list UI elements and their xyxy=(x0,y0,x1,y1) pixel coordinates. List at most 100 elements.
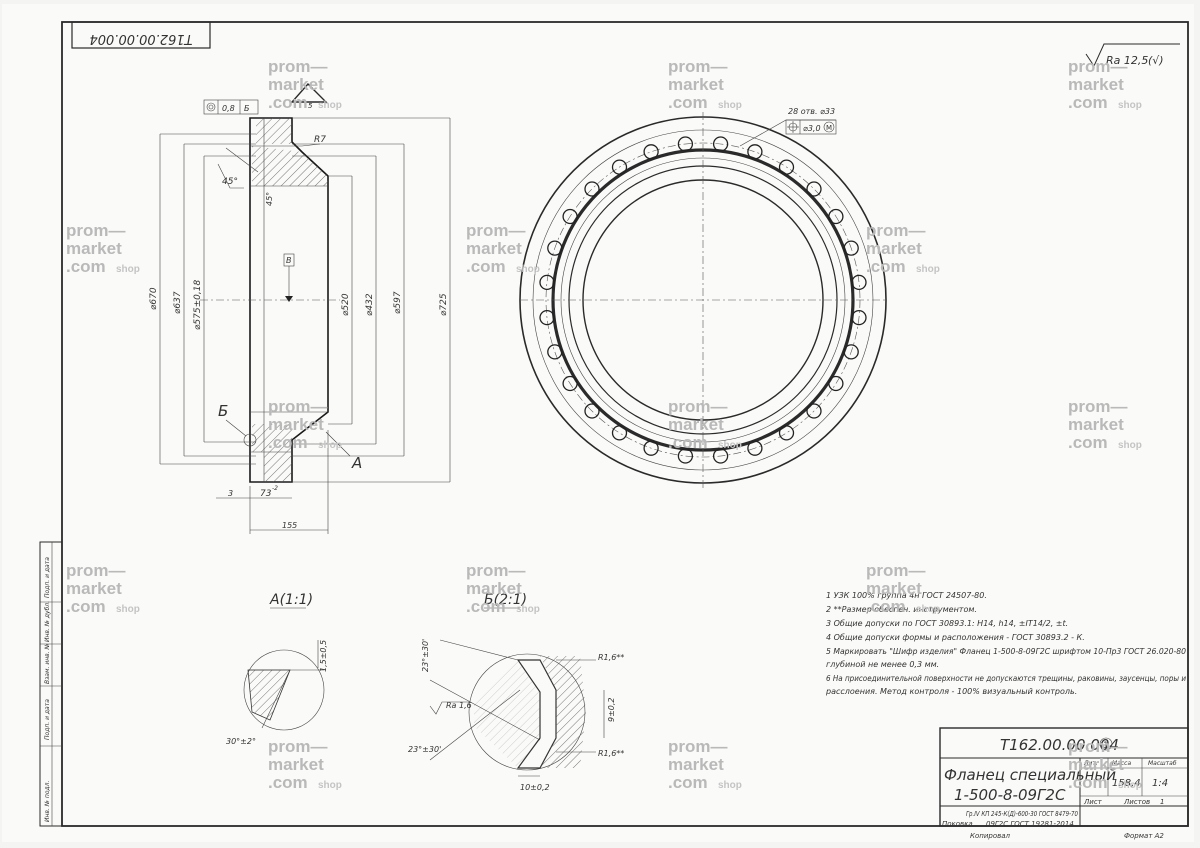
watermark-text: market xyxy=(866,579,922,598)
watermark-text: .com xyxy=(66,257,106,276)
datum-v: В xyxy=(286,256,292,265)
dim-597: ⌀597 xyxy=(393,291,403,314)
flatness-frame: 0,8 Б xyxy=(203,99,259,115)
watermark-text: market xyxy=(668,75,724,94)
bolt-hole xyxy=(851,309,867,326)
watermark-text: prom— xyxy=(66,561,126,580)
watermark-shop: shop xyxy=(116,604,140,615)
watermark-text: .com xyxy=(66,597,106,616)
bolt-hole xyxy=(806,181,822,197)
roughness-mark: Ra 12,5 (√) xyxy=(1085,43,1180,68)
watermark-shop: shop xyxy=(718,100,742,111)
watermark-shop: shop xyxy=(1118,440,1142,451)
tb-copied: Копировал xyxy=(970,832,1011,840)
watermark-text: prom— xyxy=(668,57,728,76)
bolt-hole xyxy=(778,425,795,441)
dim-575: ⌀575±0,18 xyxy=(193,280,203,330)
watermark-text: market xyxy=(66,239,122,258)
watermark-shop: shop xyxy=(1118,100,1142,111)
note-6b: расслоения. Метод контроля - 100% визуал… xyxy=(825,687,1077,696)
bolt-hole xyxy=(547,240,563,256)
bolt-hole xyxy=(677,136,694,152)
watermark-text: .com xyxy=(668,433,708,452)
watermark-text: market xyxy=(268,755,324,774)
watermark-text: .com xyxy=(466,597,506,616)
tb-sheets-count: 1 xyxy=(1160,798,1164,806)
watermark-text: .com xyxy=(1068,93,1108,112)
side-3: Взам. инв. № xyxy=(44,643,51,684)
watermark-shop: shop xyxy=(318,780,342,791)
b-10: 10±0,2 xyxy=(520,783,550,792)
watermark-text: .com xyxy=(268,773,308,792)
watermark-text: .com xyxy=(866,597,906,616)
watermark: prom—market.com shop xyxy=(66,561,140,616)
a-dim: 1,5±0,5 xyxy=(319,640,328,672)
watermark-text: .com xyxy=(268,433,308,452)
watermark-shop: shop xyxy=(916,604,940,615)
bolt-hole xyxy=(747,144,763,160)
section-view: ⌀670 ⌀637 ⌀575±0,18 ⌀520 ⌀432 ⌀597 ⌀725 … xyxy=(149,82,451,534)
note-5b: глубиной не менее 0,3 мм. xyxy=(826,660,939,669)
b-9: 9±0,2 xyxy=(607,697,616,722)
datum-b-ref: Б xyxy=(244,104,250,113)
bolt-hole xyxy=(643,440,659,456)
position-tol: ⌀3,0 xyxy=(803,124,821,133)
side-1: Подп. и дата xyxy=(44,557,51,598)
dim-155: 155 xyxy=(282,521,297,530)
bolt-holes xyxy=(539,136,867,464)
b-r1: R1,6** xyxy=(598,653,624,662)
small-5: 5 xyxy=(308,102,313,110)
title-block: Т162.00.00.004 1 Фланец специальный 1-50… xyxy=(939,727,1189,840)
bolt-hole xyxy=(539,309,555,326)
dim-520: ⌀520 xyxy=(341,293,351,316)
side-4: Подп. и дата xyxy=(44,699,51,740)
watermark-shop: shop xyxy=(516,604,540,615)
bolt-hole xyxy=(712,136,729,152)
watermark-text: prom— xyxy=(466,561,526,580)
watermark-text: prom— xyxy=(668,737,728,756)
bolt-hole xyxy=(547,344,563,360)
watermark-text: market xyxy=(466,239,522,258)
watermark-text: prom— xyxy=(1068,57,1128,76)
roughness-text: Ra 12,5 xyxy=(1106,54,1148,67)
bolt-hole xyxy=(611,425,628,441)
label-a: А xyxy=(351,454,362,472)
dim-670: ⌀670 xyxy=(149,287,159,310)
watermark-shop: shop xyxy=(116,264,140,275)
tb-lit: Лит. xyxy=(1083,760,1098,767)
bolt-hole xyxy=(843,344,859,360)
watermark-text: market xyxy=(1068,75,1124,94)
side-stamp-columns: Подп. и дата Инв. № дубл. Взам. инв. № П… xyxy=(39,541,63,827)
watermark-text: market xyxy=(66,579,122,598)
dim-725: ⌀725 xyxy=(439,293,449,316)
revision-mark: 1 xyxy=(1103,741,1109,751)
tb-name-1: Фланец специальный xyxy=(944,766,1116,784)
watermark-text: market xyxy=(668,415,724,434)
watermark-text: prom— xyxy=(668,397,728,416)
tb-format: Формат А2 xyxy=(1124,832,1164,840)
angle-45a: 45° xyxy=(222,177,238,187)
watermark-shop: shop xyxy=(718,780,742,791)
watermark-shop: shop xyxy=(1118,780,1142,791)
dim-3: 3 xyxy=(228,489,233,498)
bolt-hole xyxy=(677,448,694,464)
watermark-shop: shop xyxy=(516,264,540,275)
label-b: Б xyxy=(218,402,228,420)
dim-73: 73 xyxy=(260,489,272,499)
watermark: prom—market.com shop xyxy=(1068,57,1142,112)
bolt-hole xyxy=(828,208,844,225)
watermark-text: .com xyxy=(466,257,506,276)
bolt-hole xyxy=(851,274,867,291)
b-angle2: 23°±30' xyxy=(408,745,441,754)
bolt-hole xyxy=(611,159,628,175)
bolt-hole xyxy=(843,240,859,256)
watermark-text: .com xyxy=(1068,433,1108,452)
watermark-text: market xyxy=(1068,755,1124,774)
detail-view-b: Б(2:1) 23°±30' 23°±30' Ra 1,6 R1,6** R1,… xyxy=(408,592,624,792)
